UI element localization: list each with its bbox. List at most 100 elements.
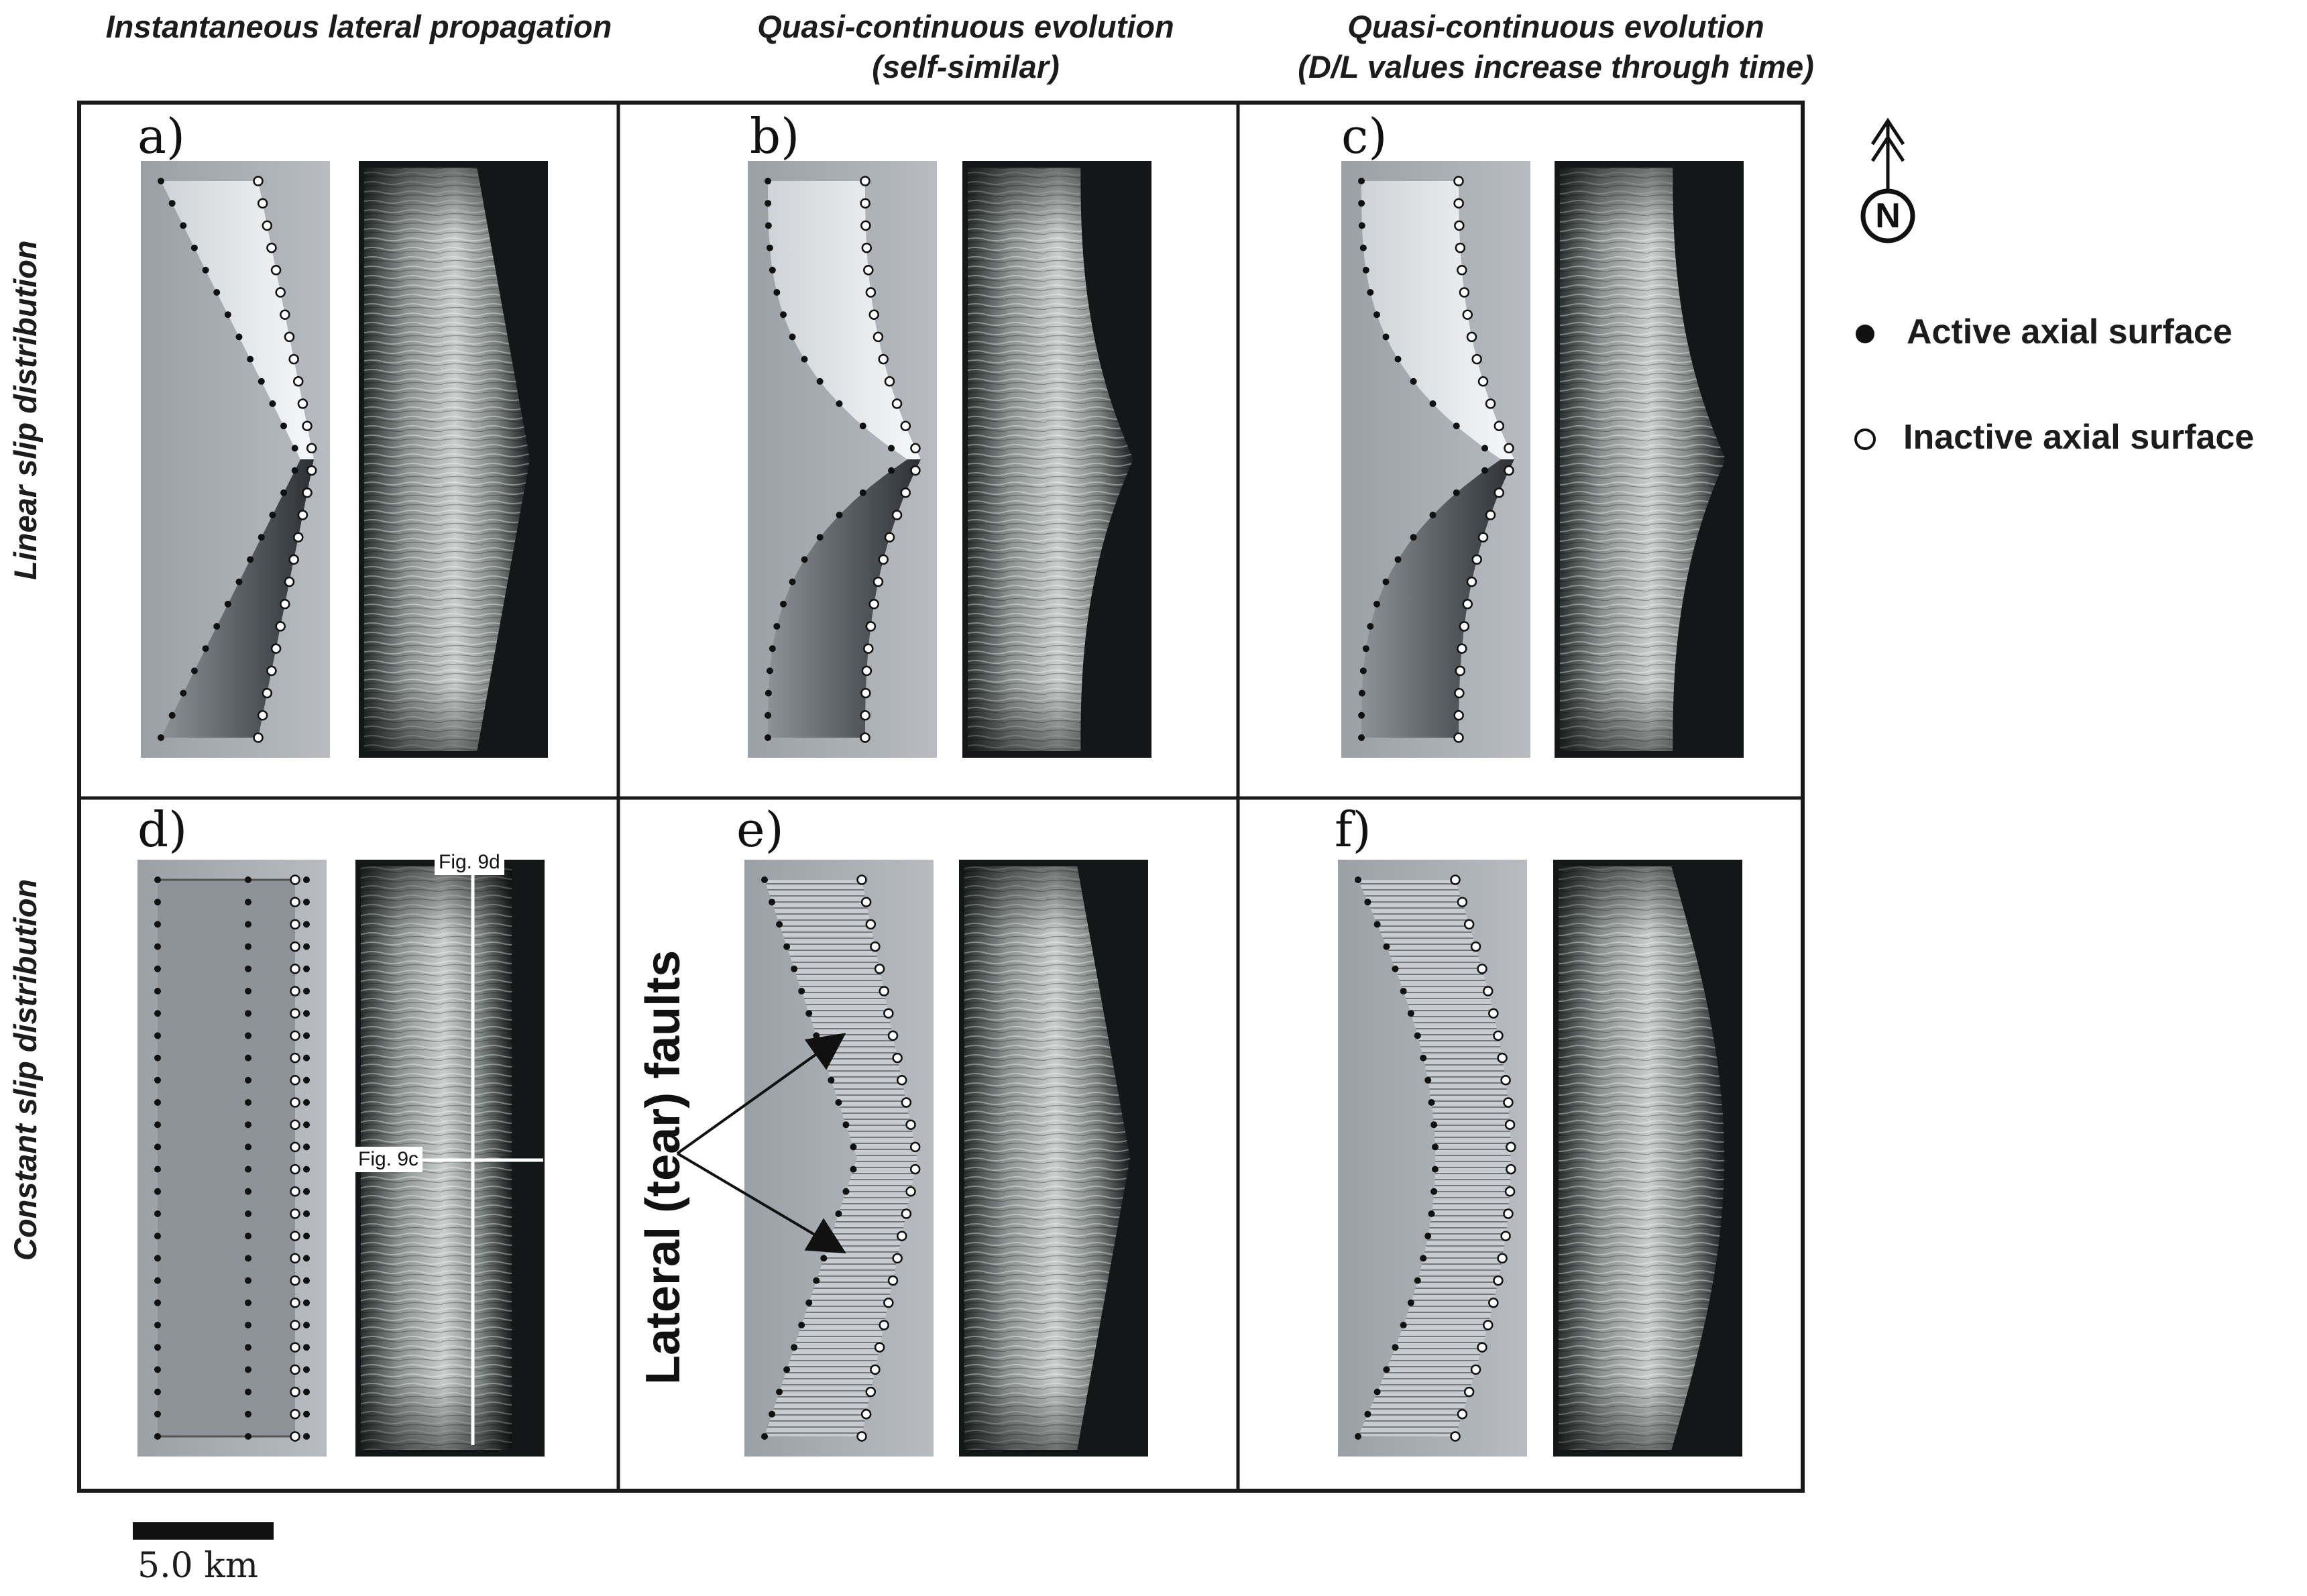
active-axial-point <box>1430 1121 1438 1129</box>
active-axial-point <box>303 1233 310 1240</box>
inactive-axial-point <box>1453 732 1464 743</box>
inactive-axial-point <box>1493 1275 1504 1286</box>
active-axial-point <box>801 355 808 363</box>
inactive-axial-point <box>909 1163 921 1175</box>
inactive-axial-point <box>290 941 300 952</box>
active-axial-point <box>154 943 161 950</box>
inactive-axial-point <box>1463 919 1475 930</box>
inactive-axial-point <box>290 1141 300 1153</box>
active-axial-point <box>245 1143 251 1151</box>
north-letter: N <box>1875 196 1901 235</box>
active-axial-point <box>245 1366 251 1373</box>
legend-inactive-label: Inactive axial surface <box>1903 418 2255 457</box>
active-axial-point <box>805 1010 813 1017</box>
active-axial-point <box>1414 1032 1421 1039</box>
inactive-axial-point <box>891 510 903 520</box>
active-axial-point <box>154 1344 161 1351</box>
inactive-axial-point <box>1503 1097 1514 1108</box>
active-axial-point <box>1400 1322 1407 1328</box>
active-axial-point <box>245 1233 251 1240</box>
panel-c: c) <box>1341 108 1744 758</box>
active-axial-point <box>1414 1277 1421 1284</box>
active-axial-point <box>820 1054 828 1062</box>
inactive-axial-point <box>900 488 911 498</box>
southern-fold-limb <box>1361 459 1514 738</box>
inactive-axial-point <box>1463 1386 1475 1398</box>
active-axial-point <box>765 689 772 697</box>
inactive-axial-point <box>863 265 874 276</box>
relief-shading <box>1560 168 1726 751</box>
active-axial-point <box>780 600 787 608</box>
inactive-axial-point <box>1450 1431 1461 1442</box>
inactive-axial-point <box>290 874 300 885</box>
inactive-axial-point <box>860 710 870 721</box>
inactive-axial-point <box>861 242 873 253</box>
tear-faults-label: Lateral (tear) faults <box>636 950 690 1385</box>
inactive-axial-point <box>1483 986 1494 996</box>
inactive-axial-point <box>1504 443 1514 454</box>
inactive-axial-point <box>302 488 313 498</box>
column-header-3: Quasi-continuous evolution (D/L values i… <box>1247 7 1864 87</box>
inactive-axial-point <box>892 1253 903 1264</box>
active-dot-icon <box>1856 325 1874 343</box>
active-axial-point <box>1383 1366 1390 1373</box>
inactive-axial-point <box>1450 874 1461 885</box>
active-axial-point <box>303 1165 310 1173</box>
active-axial-point <box>888 445 895 452</box>
active-axial-point <box>154 988 161 994</box>
inactive-axial-point <box>1453 198 1464 209</box>
active-axial-point <box>765 222 772 229</box>
inactive-axial-point <box>1454 220 1465 231</box>
active-axial-point <box>761 1433 768 1440</box>
active-axial-point <box>245 1410 251 1418</box>
inactive-axial-point <box>290 1409 300 1420</box>
active-axial-point <box>154 1099 161 1106</box>
active-axial-point <box>303 1299 310 1306</box>
active-axial-point <box>801 556 808 563</box>
active-axial-point <box>245 1388 251 1395</box>
active-axial-point <box>303 1010 310 1017</box>
active-axial-point <box>769 1410 776 1418</box>
inactive-axial-point <box>290 1119 300 1130</box>
active-axial-point <box>836 512 843 518</box>
active-axial-point <box>773 289 781 296</box>
active-axial-point <box>291 467 298 474</box>
active-axial-point <box>1364 1410 1371 1418</box>
inactive-axial-point <box>290 986 300 996</box>
inactive-axial-point <box>905 1119 916 1130</box>
active-axial-point <box>1420 1255 1427 1262</box>
inactive-axial-point <box>290 1075 300 1086</box>
active-axial-point <box>154 1277 161 1284</box>
inactive-axial-point <box>860 220 871 231</box>
active-axial-point <box>303 921 310 928</box>
southern-fold-limb <box>768 459 921 738</box>
active-axial-point <box>1430 1188 1438 1195</box>
active-axial-point <box>154 1433 161 1440</box>
inactive-axial-point <box>863 643 874 654</box>
north-arrow-icon <box>1860 117 1915 243</box>
active-axial-point <box>835 1210 842 1217</box>
active-axial-point <box>1358 689 1365 697</box>
inactive-axial-point <box>1457 1409 1468 1420</box>
active-axial-point <box>303 1388 310 1395</box>
active-axial-point <box>1453 422 1460 430</box>
inactive-axial-point <box>1477 532 1489 543</box>
active-axial-point <box>769 266 776 274</box>
inactive-axial-point <box>306 443 317 454</box>
active-axial-point <box>303 1433 310 1440</box>
active-axial-point <box>291 445 298 452</box>
inactive-axial-point <box>1500 1075 1511 1086</box>
relief-shading <box>964 866 1131 1450</box>
active-axial-point <box>245 1099 251 1106</box>
active-axial-point <box>888 467 895 474</box>
inactive-axial-point <box>280 599 290 610</box>
active-axial-point <box>783 1366 791 1373</box>
inactive-axial-point <box>897 1075 907 1086</box>
column-header-2: Quasi-continuous evolution (self-similar… <box>671 7 1261 87</box>
inactive-axial-point <box>1497 1052 1508 1064</box>
panel-label: e) <box>736 801 784 858</box>
active-axial-point <box>190 667 198 675</box>
inactive-axial-point <box>290 1163 300 1175</box>
active-axial-point <box>245 1121 251 1129</box>
inactive-axial-point <box>293 532 304 543</box>
